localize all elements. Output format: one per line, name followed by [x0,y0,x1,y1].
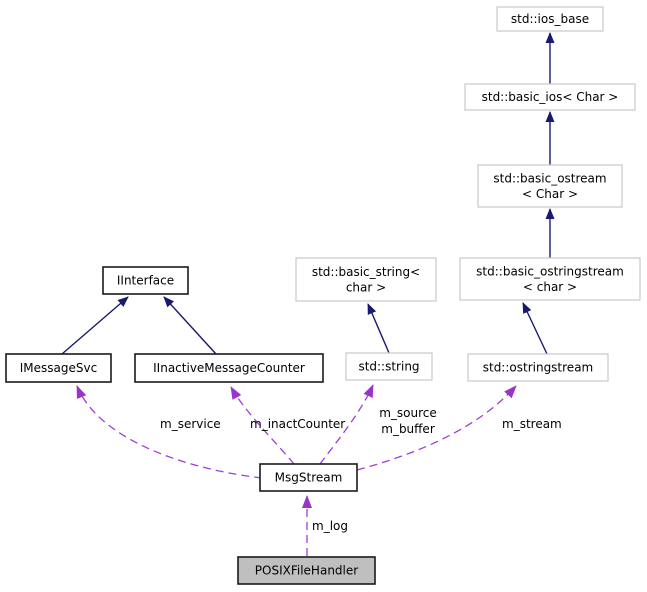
node-label: < Char > [522,187,578,201]
usage-edge-label: m_source [379,406,437,420]
class-node-MsgStream[interactable]: MsgStream [259,463,358,492]
node-box [459,257,641,301]
node-label: std::basic_ostringstream [476,264,624,278]
class-node-basic_ostringstream[interactable]: std::basic_ostringstream< char > [459,257,641,301]
class-node-string[interactable]: std::string [345,352,433,381]
class-node-basic_string[interactable]: std::basic_string<char > [295,257,437,302]
node-box [5,353,112,383]
node-label: std::ostringstream [483,361,594,375]
node-label: MsgStream [275,471,343,485]
node-box [295,257,437,302]
usage-edge-label: m_stream [502,417,562,431]
node-label: POSIXFileHandler [255,564,358,578]
node-box [496,6,604,32]
class-node-basic_ostream[interactable]: std::basic_ostream< Char > [477,164,623,208]
node-box [345,352,433,381]
node-box [467,353,609,382]
class-node-IInactiveMessageCounter[interactable]: IInactiveMessageCounter [134,353,324,383]
class-node-ios_base[interactable]: std::ios_base [496,6,604,32]
usage-edge-label: m_log [312,519,348,533]
usage-edge-label: m_buffer [381,422,435,436]
inheritance-edge-ostringstream-to-basic_ostringstream [522,302,548,355]
usage-edge-MsgStream-to-ostringstream [356,385,517,471]
node-label: IInterface [117,274,174,288]
usage-edge-label: m_service [160,417,221,431]
node-box [259,463,358,492]
node-box [237,556,376,585]
class-node-IInterface[interactable]: IInterface [102,266,189,295]
usage-edge-MsgStream-to-IMessageSvc [76,385,263,479]
node-box [477,164,623,208]
class-node-IMessageSvc[interactable]: IMessageSvc [5,353,112,383]
node-box [464,83,636,111]
inheritance-edge-string-to-basic_string [367,303,390,354]
node-label: std::string [358,360,419,374]
class-node-ostringstream[interactable]: std::ostringstream [467,353,609,382]
node-label: IInactiveMessageCounter [153,361,305,375]
node-label: std::basic_ios< Char > [482,90,619,104]
class-node-POSIXFileHandler: POSIXFileHandler [237,556,376,585]
node-box [102,266,189,295]
node-label: IMessageSvc [20,361,97,375]
node-box [134,353,324,383]
usage-edge-label: m_inactCounter [250,417,345,431]
node-label: < char > [523,280,577,294]
inheritance-edge-IInactiveMessageCounter-to-IInterface [163,296,217,355]
node-label: std::basic_string< [312,265,420,279]
node-label: std::basic_ostream [493,171,606,185]
class-node-basic_ios[interactable]: std::basic_ios< Char > [464,83,636,111]
node-label: char > [346,280,386,294]
node-label: std::ios_base [511,12,589,26]
inheritance-edge-IMessageSvc-to-IInterface [61,296,129,355]
